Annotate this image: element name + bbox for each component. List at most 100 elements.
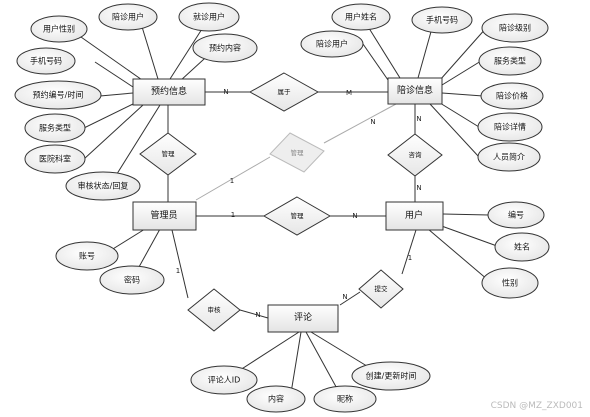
svg-text:编号: 编号	[508, 210, 524, 220]
svg-text:服务类型: 服务类型	[39, 123, 71, 133]
svg-text:陪诊用户: 陪诊用户	[316, 39, 348, 49]
svg-text:陪诊详情: 陪诊详情	[494, 122, 526, 132]
attr-res-status: 审核状态/回复	[65, 171, 141, 201]
svg-text:预约内容: 预约内容	[209, 43, 241, 53]
svg-text:管理员: 管理员	[150, 209, 177, 221]
attr-cmt-content: 内容	[246, 385, 306, 413]
card-comment-publish: N	[342, 293, 347, 301]
attr-res-content: 预约内容	[192, 33, 258, 63]
cardinalities: N M N 1 N N 1 N 1 N N 1	[176, 88, 422, 319]
svg-text:医院科室: 医院科室	[39, 154, 71, 164]
attr-usr-id: 编号	[487, 201, 545, 229]
svg-text:管理: 管理	[162, 149, 176, 158]
svg-text:提交: 提交	[375, 284, 389, 293]
card-esc-booking: N	[416, 115, 421, 123]
attr-res-dept: 医院科室	[24, 144, 86, 174]
relationship-publish: 提交	[358, 269, 404, 309]
svg-text:陪诊用户: 陪诊用户	[112, 12, 144, 22]
svg-text:评论人ID: 评论人ID	[208, 375, 241, 385]
svg-text:内容: 内容	[268, 394, 284, 404]
edge-review-comment	[239, 309, 269, 319]
edge-esc-price	[441, 92, 484, 97]
watermark: CSDN @MZ_ZXD001	[491, 401, 583, 411]
attr-esc-service: 服务类型	[478, 46, 542, 76]
svg-text:陪诊级别: 陪诊级别	[499, 23, 531, 33]
svg-text:咨询: 咨询	[409, 150, 423, 159]
svg-text:管理: 管理	[291, 148, 305, 157]
svg-text:姓名: 姓名	[514, 242, 530, 252]
attr-cmt-time: 创建/更新时间	[351, 361, 431, 391]
edge-admin-faded	[195, 156, 271, 201]
svg-text:密码: 密码	[124, 275, 140, 285]
svg-text:创建/更新时间: 创建/更新时间	[366, 371, 417, 381]
card-review-comment: N	[255, 311, 260, 319]
svg-text:昵称: 昵称	[337, 394, 353, 404]
card-booking-user: N	[416, 184, 421, 192]
svg-text:评论: 评论	[294, 311, 312, 323]
edge-esc-detail	[439, 102, 480, 128]
svg-text:手机号码: 手机号码	[30, 56, 62, 66]
edge-faded-esc	[323, 103, 397, 144]
card-publish-user: 1	[408, 254, 412, 262]
entity-escort: 陪诊信息	[387, 77, 443, 105]
svg-text:用户: 用户	[405, 209, 423, 221]
attr-res-escort-user: 陪诊用户	[98, 3, 158, 31]
svg-text:审核状态/回复: 审核状态/回复	[78, 181, 129, 191]
edge-usr-id	[442, 213, 490, 216]
relationship-belongs: 属于	[248, 72, 320, 112]
svg-text:陪诊价格: 陪诊价格	[496, 91, 528, 101]
attr-res-service: 服务类型	[24, 113, 86, 143]
attr-cmt-nickname: 昵称	[313, 385, 377, 413]
svg-text:用户姓名: 用户姓名	[345, 12, 377, 22]
relationship-review: 审核	[187, 288, 241, 332]
attr-esc-price: 陪诊价格	[480, 82, 544, 110]
card-admin-manage: 1	[231, 211, 235, 219]
edge-res-phone	[94, 61, 134, 88]
attr-res-time: 预约编号/时间	[14, 80, 102, 110]
edge-cmt-nickname	[305, 331, 341, 395]
edge-usr-gender	[427, 228, 489, 281]
relationship-manage-reservation: 管理	[139, 132, 197, 176]
edge-usr-name	[435, 223, 498, 247]
card-faded-esc: N	[370, 118, 375, 126]
attr-usr-name: 姓名	[494, 232, 550, 262]
card-admin-review: 1	[176, 267, 180, 275]
card-admin-faded: 1	[230, 177, 234, 185]
svg-text:预约编号/时间: 预约编号/时间	[33, 90, 84, 100]
attr-res-phone: 手机号码	[16, 47, 76, 75]
edge-cmt-uid	[236, 331, 300, 373]
edge-res-time	[99, 92, 134, 97]
attr-res-gender: 用户性别	[30, 15, 88, 43]
svg-text:服务类型: 服务类型	[494, 56, 526, 66]
svg-text:属于: 属于	[278, 88, 292, 96]
attr-cmt-uid: 评论人ID	[190, 365, 258, 395]
svg-text:账号: 账号	[79, 252, 95, 261]
card-manage-user: N	[352, 212, 357, 220]
attr-esc-level: 陪诊级别	[481, 13, 549, 43]
edge-esc-service	[441, 60, 482, 86]
relationship-booking: 咨询	[387, 133, 443, 177]
attr-esc-intro: 人员简介	[477, 142, 541, 172]
edge-esc-level	[439, 26, 488, 81]
attr-adm-account: 账号	[55, 241, 119, 271]
entity-comment: 评论	[267, 304, 339, 333]
entity-reservation: 预约信息	[132, 78, 206, 106]
svg-text:性别: 性别	[502, 278, 518, 288]
edge-admin-review	[171, 229, 189, 299]
attr-res-visit-user: 就诊用户	[178, 2, 240, 32]
attr-adm-password: 密码	[99, 265, 165, 295]
entity-admin: 管理员	[132, 201, 197, 231]
relationship-manage-escort-faded: 管理	[269, 132, 325, 173]
attr-usr-gender: 性别	[481, 267, 539, 299]
svg-text:审核: 审核	[208, 305, 222, 314]
edge-cmt-content	[290, 331, 302, 394]
card-res-belongs: N	[223, 88, 228, 96]
attr-esc-name: 用户姓名	[331, 3, 391, 31]
edge-adm-account	[107, 228, 146, 253]
attr-esc-user: 陪诊用户	[300, 30, 364, 58]
entity-user: 用户	[385, 201, 444, 231]
edge-esc-user	[362, 43, 389, 81]
edge-res-status	[109, 104, 161, 186]
relationship-manage-user: 管理	[262, 196, 332, 236]
